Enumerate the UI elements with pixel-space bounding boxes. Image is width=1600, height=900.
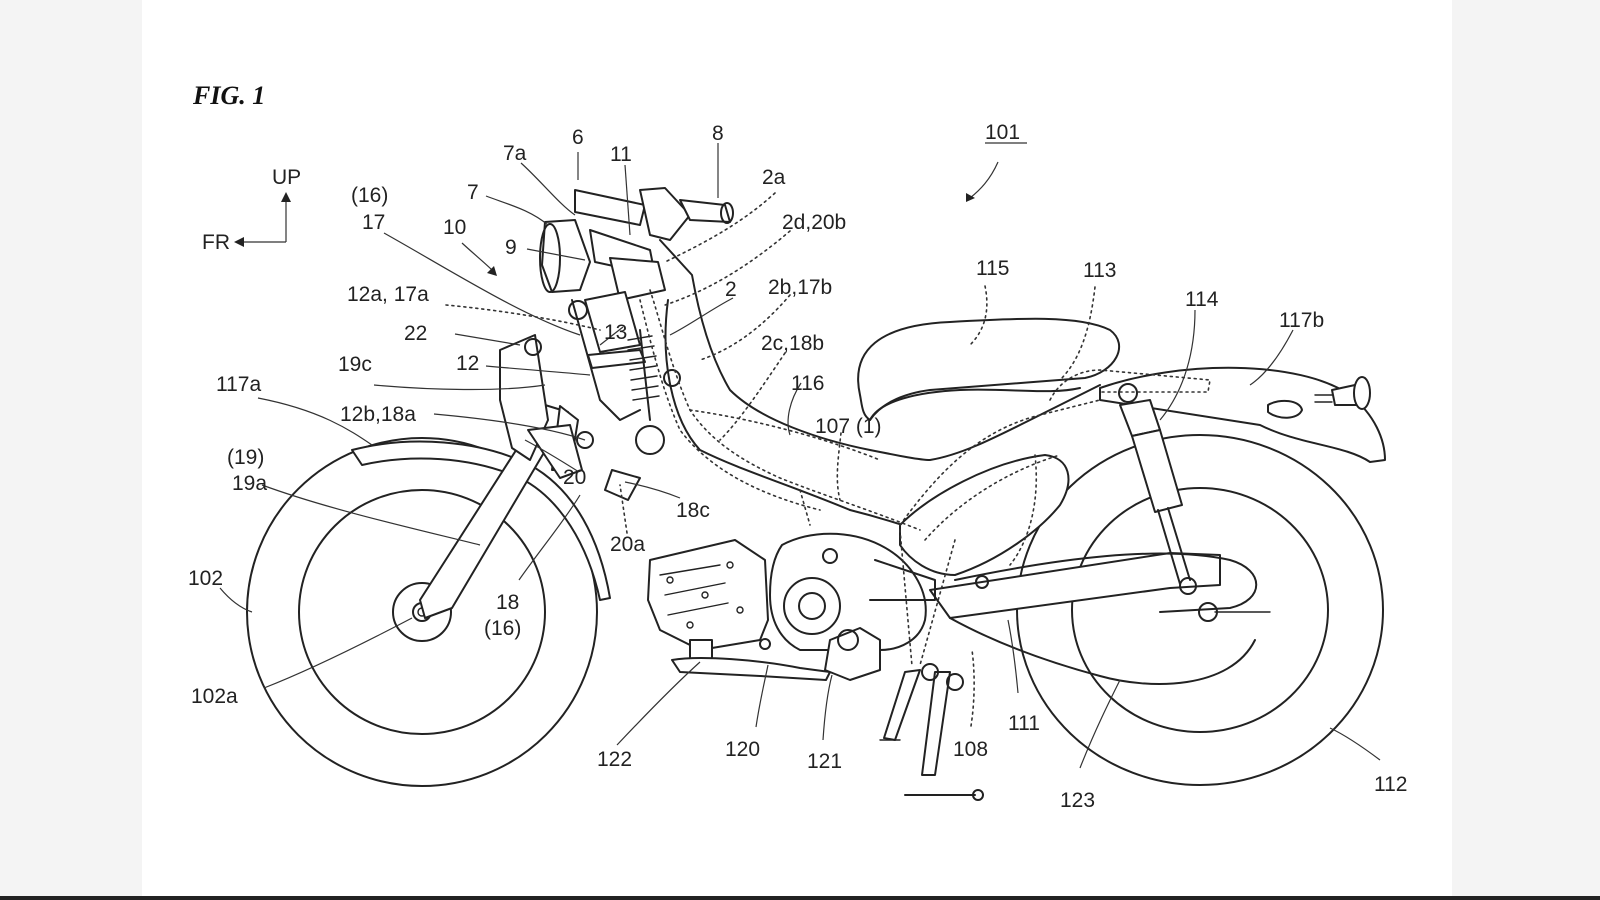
headlight-lens — [539, 223, 561, 293]
rear-shock-absorber — [1118, 383, 1191, 585]
label-12: 12 — [456, 352, 479, 375]
label-2: 2 — [725, 278, 737, 301]
label-6: 6 — [572, 126, 584, 149]
steering-stem — [609, 257, 666, 301]
label-18c: 18c — [676, 499, 710, 522]
center-stand — [879, 663, 984, 801]
label-116: 116 — [791, 372, 824, 395]
label-123: 123 — [1060, 789, 1095, 812]
reference-number: 101 — [985, 121, 1020, 144]
label-19c: 19c — [338, 353, 372, 376]
reference-101: 101 — [966, 121, 1027, 202]
label-10: 10 — [443, 216, 466, 239]
front-wheel — [246, 437, 598, 787]
label-7: 7 — [467, 181, 479, 204]
exhaust-pipe — [671, 657, 831, 681]
label-16-top: (16) — [351, 184, 388, 207]
label-20a: 20a — [610, 533, 645, 556]
bottom-border — [0, 896, 1600, 900]
label-102: 102 — [188, 567, 223, 590]
label-9: 9 — [505, 236, 517, 259]
label-16: (16) — [484, 617, 521, 640]
reference-labels: 6 7a 11 8 2a (16) 17 10 7 9 2d,20b 2b,17… — [188, 122, 1407, 812]
label-115: 115 — [976, 257, 1009, 280]
label-13: 13 — [604, 321, 627, 344]
label-112: 112 — [1374, 773, 1407, 796]
up-label: UP — [272, 166, 301, 189]
rear-rim — [1071, 487, 1329, 733]
reference-leader — [969, 161, 999, 199]
rear-axle-nut — [1198, 602, 1218, 622]
label-121: 121 — [807, 750, 842, 773]
label-122: 122 — [597, 748, 632, 771]
up-arrow-head — [281, 192, 291, 202]
chain-case-upper — [954, 552, 1258, 613]
reference-10-arrow — [461, 242, 497, 276]
label-111: 111 — [1008, 712, 1040, 735]
chain-case-lower — [949, 617, 1256, 686]
hidden-frame-lines — [639, 289, 1211, 667]
rear-tire — [1016, 434, 1384, 786]
label-102a: 102a — [191, 685, 238, 708]
front-fork — [419, 334, 579, 619]
leader-lines — [219, 143, 1381, 769]
label-7a: 7a — [503, 142, 527, 165]
tail-light — [1314, 376, 1371, 410]
front-arrow-head — [234, 237, 244, 247]
label-18: 18 — [496, 591, 519, 614]
headlight-assembly — [539, 187, 734, 320]
direction-indicator: UP FR — [202, 166, 301, 254]
label-22: 22 — [404, 322, 427, 345]
label-12b-18a: 12b,18a — [340, 403, 416, 426]
front-suspension — [527, 291, 681, 501]
front-label: FR — [202, 231, 230, 254]
kick-lever — [869, 559, 936, 601]
label-20: 20 — [563, 466, 586, 489]
label-107-1: 107 (1) — [815, 415, 882, 438]
label-2b-17b: 2b,17b — [768, 276, 832, 299]
front-hub — [392, 582, 452, 642]
front-fender — [351, 440, 611, 601]
meter-housing — [574, 189, 646, 226]
label-113: 113 — [1083, 259, 1116, 282]
side-cover — [899, 454, 1070, 576]
rear-reflector — [1267, 399, 1303, 419]
label-19: (19) — [227, 446, 264, 469]
figure-title: FIG. 1 — [192, 81, 265, 110]
label-19a: 19a — [232, 472, 267, 495]
label-12a-17a: 12a, 17a — [347, 283, 429, 306]
reference-arrowhead — [966, 193, 975, 202]
bracket-13 — [584, 291, 641, 353]
seat-base — [869, 387, 1081, 421]
swing-arm — [929, 552, 1271, 686]
label-108: 108 — [953, 738, 988, 761]
label-120: 120 — [725, 738, 760, 761]
label-2a: 2a — [762, 166, 786, 189]
label-117a: 117a — [216, 373, 261, 396]
link-12 — [587, 349, 646, 369]
label-114: 114 — [1185, 288, 1219, 311]
label-11: 11 — [610, 143, 632, 166]
engine — [647, 532, 936, 681]
label-8: 8 — [712, 122, 724, 145]
crankcase-cover — [783, 577, 841, 635]
rear-wheel — [1016, 434, 1384, 786]
label-117b: 117b — [1279, 309, 1324, 332]
handlebar-clamp — [639, 187, 691, 241]
label-2d-20b: 2d,20b — [782, 211, 846, 234]
body-cover — [659, 239, 1101, 461]
label-17: 17 — [362, 211, 385, 234]
frame-lower-line — [664, 299, 851, 511]
suspension-spring — [627, 329, 660, 421]
rear-fender — [1099, 366, 1386, 463]
label-2c-18b: 2c,18b — [761, 332, 824, 355]
crankcase — [769, 532, 927, 651]
front-tire — [246, 437, 598, 787]
front-rim — [298, 489, 546, 735]
